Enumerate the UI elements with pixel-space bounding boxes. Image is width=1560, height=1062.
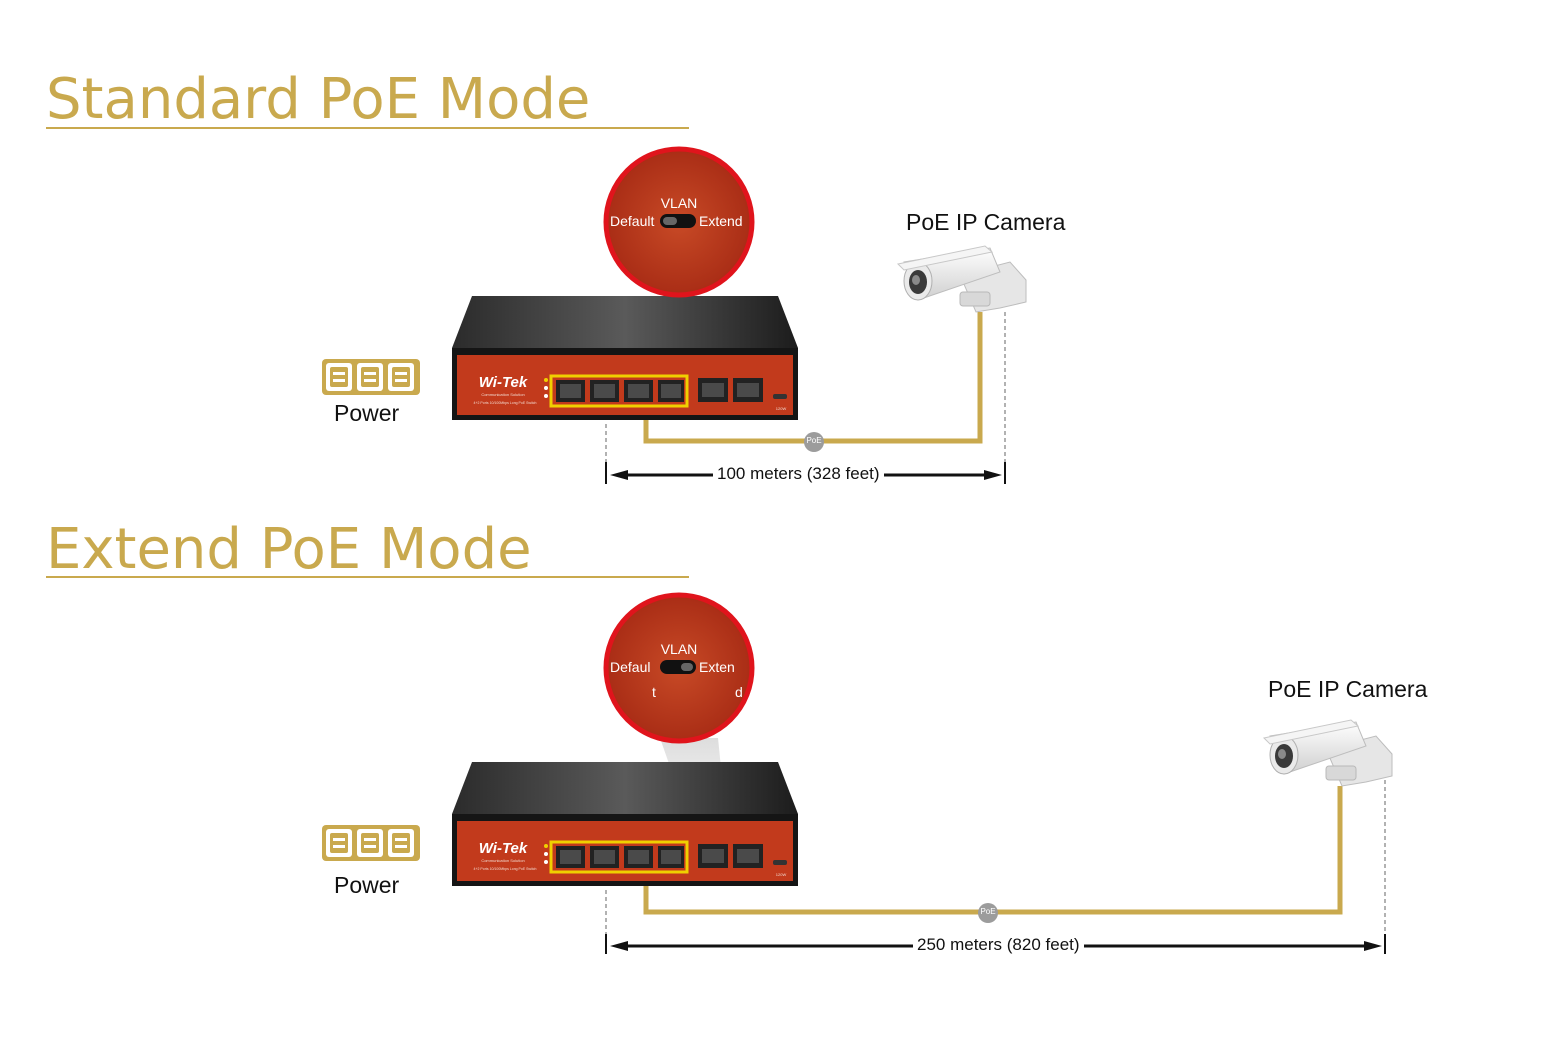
zoom-right-label: Exten [699, 659, 735, 675]
poe-badge [978, 903, 998, 923]
zoom-left-label: Defaul [610, 659, 651, 675]
poe-badge [804, 432, 824, 452]
switch-icon [450, 294, 800, 422]
section-title-standard: Standard PoE Mode [46, 67, 591, 132]
poe-badge-label: PoE [806, 436, 822, 445]
zoom-left-label: Default [610, 213, 655, 229]
zoom-left-wrap: t [652, 684, 656, 700]
camera-label: PoE IP Camera [906, 209, 1066, 235]
power-label: Power [334, 872, 400, 898]
title-underline [46, 576, 689, 578]
camera-label: PoE IP Camera [1268, 676, 1428, 702]
section-title-extend: Extend PoE Mode [46, 517, 532, 582]
poe-badge-label: PoE [980, 907, 996, 916]
power-label: Power [334, 400, 400, 426]
power-socket-icon [322, 359, 420, 395]
title-underline [46, 127, 689, 129]
zoom-right-label: Extend [699, 213, 743, 229]
zoom-right-wrap: d [735, 684, 743, 700]
zoom-vlan-title: VLAN [660, 641, 698, 657]
ip-camera-icon [1263, 719, 1393, 787]
ip-camera-icon [897, 245, 1027, 313]
zoom-vlan-title: VLAN [660, 195, 698, 211]
vlan-zoom-callout [603, 592, 755, 744]
distance-label: 100 meters (328 feet) [713, 464, 884, 484]
vlan-zoom-callout [603, 146, 755, 298]
switch-icon [450, 760, 800, 888]
distance-label: 250 meters (820 feet) [913, 935, 1084, 955]
power-socket-icon [322, 825, 420, 861]
